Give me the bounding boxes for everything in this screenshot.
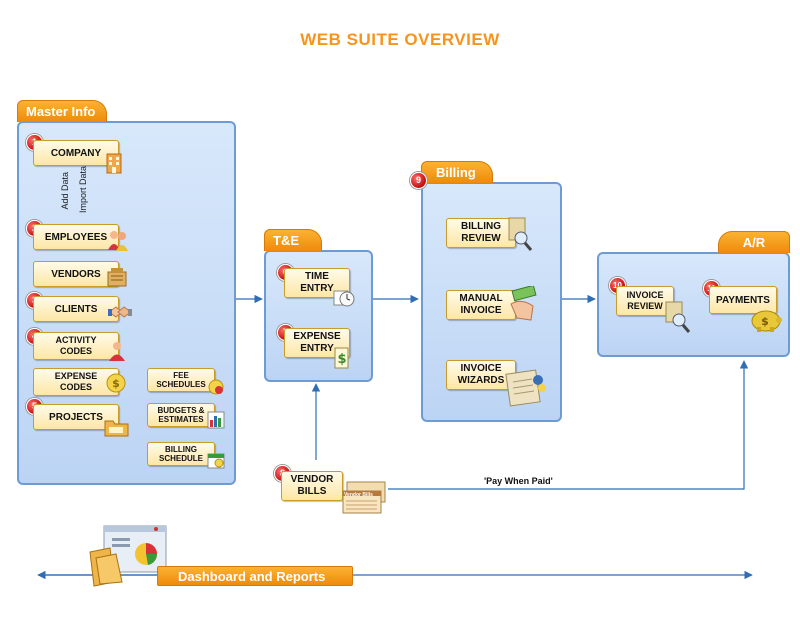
projects-label: PROJECTS — [49, 411, 103, 423]
expense-entry-label-2: ENTRY — [300, 343, 334, 354]
vendor-icon — [106, 266, 128, 288]
billing-schedule-box[interactable]: BILLING SCHEDULE — [147, 442, 215, 466]
fee-schedules-box[interactable]: FEE SCHEDULES — [147, 368, 215, 392]
manual-invoice-label-2: INVOICE — [460, 305, 502, 316]
billing-review-label-1: BILLING — [461, 221, 501, 232]
time-entry-label-1: TIME — [305, 271, 329, 282]
clock-icon — [333, 286, 355, 308]
vendors-label: VENDORS — [51, 268, 101, 280]
page-title: WEB SUITE OVERVIEW — [300, 30, 500, 49]
vendors-box[interactable]: VENDORS — [33, 261, 119, 287]
activity-codes-label-2: CODES — [59, 346, 92, 356]
building-icon — [104, 152, 126, 174]
people-icon — [106, 340, 128, 362]
ar-tab-label: A/R — [742, 235, 766, 250]
activity-codes-label-1: ACTIVITY — [55, 335, 97, 345]
activity-codes-box[interactable]: ACTIVITY CODES — [33, 332, 119, 360]
add-data-label: Add Data — [60, 172, 70, 210]
magnifier-icon — [664, 300, 692, 334]
piggy-bank-icon: $ — [748, 305, 784, 333]
expense-entry-label-1: EXPENSE — [293, 331, 341, 342]
company-label: COMPANY — [50, 147, 102, 159]
payments-label: PAYMENTS — [716, 294, 770, 306]
master-info-tab: Master Info — [17, 100, 107, 122]
people-icon — [106, 228, 128, 251]
time-entry-label-2: ENTRY — [300, 283, 334, 294]
fee-schedules-label-1: FEE — [173, 371, 189, 380]
folder-icon — [104, 416, 129, 438]
vendor-bills-icon — [341, 481, 387, 515]
wizard-icon — [504, 366, 548, 408]
billing-review-label-2: REVIEW — [461, 233, 501, 244]
invoice-review-label-2: REVIEW — [627, 301, 663, 311]
invoice-review-label-1: INVOICE — [626, 290, 664, 300]
invoice-review-box[interactable]: INVOICE REVIEW — [616, 286, 674, 316]
vendor-bills-icon-text: Vendor Bills — [344, 492, 373, 498]
vendor-bills-box[interactable]: VENDOR BILLS — [281, 471, 343, 501]
expense-codes-label-1: EXPENSE — [54, 371, 98, 381]
manual-invoice-label-1: MANUAL — [459, 293, 503, 304]
fee-schedules-label-2: SCHEDULES — [156, 380, 206, 389]
money-icon: $ — [332, 347, 354, 369]
svg-text:$: $ — [761, 315, 769, 328]
budgets-label-2: ESTIMATES — [158, 415, 204, 424]
handshake-icon — [108, 303, 132, 325]
billing-schedule-label-1: BILLING — [165, 445, 197, 454]
hand-money-icon — [507, 284, 539, 322]
employees-label: EMPLOYEES — [44, 231, 108, 243]
invoice-wizards-label-2: WIZARDS — [457, 375, 505, 386]
expense-codes-box[interactable]: EXPENSE CODES — [33, 368, 119, 396]
clients-label: CLIENTS — [54, 303, 98, 315]
vendor-bills-label-2: BILLS — [297, 486, 327, 497]
step-badge-9: 9 — [410, 172, 427, 189]
ar-tab: A/R — [718, 231, 790, 253]
dashboard-icon — [88, 524, 168, 588]
pay-when-paid-label: 'Pay When Paid' — [484, 476, 553, 486]
payments-box[interactable]: PAYMENTS — [709, 286, 777, 314]
manual-invoice-box[interactable]: MANUAL INVOICE — [446, 290, 516, 320]
svg-text:$: $ — [337, 352, 346, 367]
budgets-estimates-box[interactable]: BUDGETS & ESTIMATES — [147, 403, 215, 427]
billing-schedule-label-2: SCHEDULE — [158, 454, 203, 463]
te-tab: T&E — [264, 229, 322, 251]
dashboard-reports-banner[interactable]: Dashboard and Reports — [157, 566, 353, 586]
time-entry-box[interactable]: TIME ENTRY — [284, 268, 350, 298]
clients-box[interactable]: CLIENTS — [33, 296, 119, 322]
vendor-bills-label-1: VENDOR — [290, 474, 334, 485]
invoice-wizards-box[interactable]: INVOICE WIZARDS — [446, 360, 516, 390]
magnifier-icon — [505, 216, 533, 252]
budgets-label-1: BUDGETS & — [157, 406, 205, 415]
dashboard-reports-label: Dashboard and Reports — [178, 569, 326, 584]
svg-text:$: $ — [112, 377, 120, 390]
chart-icon — [207, 411, 225, 429]
company-box[interactable]: COMPANY — [33, 140, 119, 166]
calendar-icon — [207, 451, 225, 469]
billing-tab: Billing — [421, 161, 493, 183]
expense-codes-label-2: CODES — [59, 382, 92, 392]
fee-icon — [207, 378, 225, 396]
money-icon: $ — [105, 372, 127, 394]
import-data-label: Import Data — [78, 166, 88, 214]
invoice-wizards-label-1: INVOICE — [460, 363, 502, 374]
